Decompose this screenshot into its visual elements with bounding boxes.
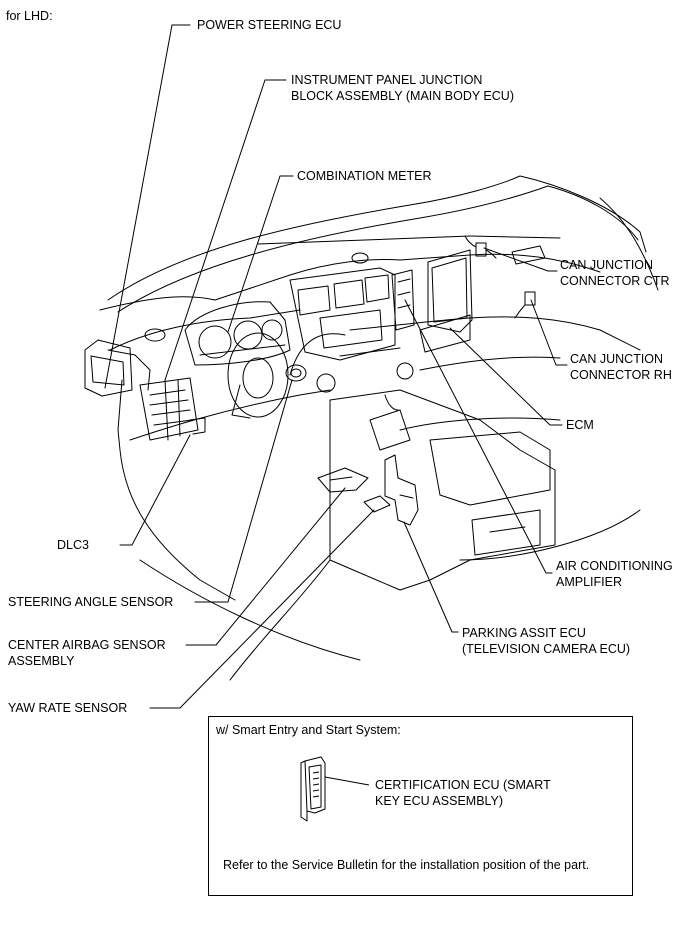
- parking-assist-ecu: [384, 454, 419, 526]
- center-stack: [289, 267, 414, 393]
- instrument-panel-jb: [139, 377, 206, 441]
- label-parking-assist-line2: (TELEVISION CAMERA ECU): [462, 642, 631, 656]
- label-dlc3: DLC3: [57, 538, 89, 552]
- windshield-outline: [107, 175, 659, 313]
- inset-heading: w/ Smart Entry and Start System:: [216, 723, 401, 737]
- label-can-junction-rh-line2: CONNECTOR RH: [570, 368, 672, 382]
- label-power-steering-ecu: POWER STEERING ECU: [197, 18, 342, 32]
- label-can-junction-ctr-line1: CAN JUNCTION: [560, 258, 654, 272]
- page-caption: for LHD:: [6, 9, 53, 23]
- label-center-airbag-line2: ASSEMBLY: [8, 654, 75, 668]
- center-console: [329, 314, 556, 591]
- label-certification-ecu-line1: CERTIFICATION ECU (SMART: [375, 778, 551, 792]
- ecm-unit: [427, 249, 473, 333]
- label-ac-amplifier-line2: AMPLIFIER: [556, 575, 622, 589]
- combination-meter: [184, 301, 291, 366]
- label-center-airbag-line1: CENTER AIRBAG SENSOR: [8, 638, 166, 652]
- label-parking-assist-line1: PARKING ASSIT ECU: [462, 626, 586, 640]
- yaw-rate-sensor: [363, 495, 391, 513]
- can-junction-connectors: [464, 235, 546, 319]
- label-ecm: ECM: [566, 418, 594, 432]
- label-instrument-panel-jb-line1: INSTRUMENT PANEL JUNCTION: [291, 73, 483, 87]
- floor-lines: [139, 509, 641, 681]
- label-can-junction-rh-line1: CAN JUNCTION: [570, 352, 664, 366]
- label-combination-meter: COMBINATION METER: [297, 169, 432, 183]
- steering-wheel: [227, 332, 289, 419]
- label-can-junction-ctr-line2: CONNECTOR CTR: [560, 274, 670, 288]
- center-airbag-sensor: [317, 467, 369, 493]
- smart-entry-inset: w/ Smart Entry and Start System: CERTIFI…: [208, 716, 633, 896]
- label-yaw-rate-sensor: YAW RATE SENSOR: [8, 701, 128, 715]
- inset-note: Refer to the Service Bulletin for the in…: [223, 858, 590, 872]
- label-certification-ecu-line2: KEY ECU ASSEMBLY): [375, 794, 504, 808]
- dashboard-body: [99, 252, 641, 601]
- leader-lines: [104, 24, 568, 709]
- label-ac-amplifier-line1: AIR CONDITIONING: [556, 559, 673, 573]
- label-instrument-panel-jb-line2: BLOCK ASSEMBLY (MAIN BODY ECU): [291, 89, 514, 103]
- certification-ecu-drawing: [300, 756, 370, 822]
- power-steering-ecu: [84, 339, 151, 397]
- steering-angle-sensor: [285, 364, 307, 382]
- label-steering-angle-sensor: STEERING ANGLE SENSOR: [8, 595, 174, 609]
